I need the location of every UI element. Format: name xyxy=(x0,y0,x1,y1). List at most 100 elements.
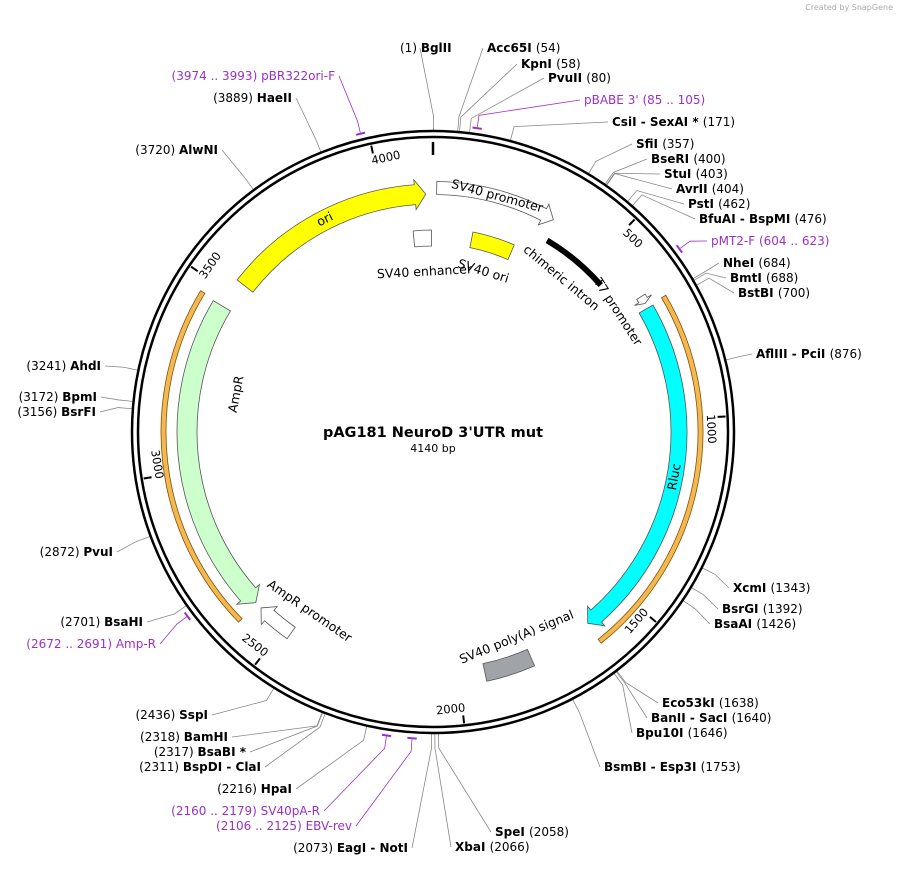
site-bamhi-leader xyxy=(231,712,323,738)
feature-sv40-ori-label: SV40 ori xyxy=(456,256,511,286)
site-bsahi-leader xyxy=(146,605,187,623)
site-bfuai-bspmi-label: BfuAI - BspMI (476) xyxy=(699,212,827,226)
site-avrii-position: (404) xyxy=(712,182,744,196)
site-pvui-leader xyxy=(116,536,150,553)
site-eco53ki-label: Eco53kI (1638) xyxy=(662,696,759,710)
site-bspdi-clai-label: (2311) BspDI - ClaI xyxy=(139,760,261,774)
site-banii-saci-position: (1640) xyxy=(732,711,772,725)
site-nhei-leader xyxy=(692,262,720,279)
feature-t7-promoter xyxy=(634,293,652,306)
feature-sv40-poly-a-signal xyxy=(482,648,536,682)
site-bsmbi-esp3i-label: BsmBI - Esp3I (1753) xyxy=(604,760,741,774)
site-pbabe-3-label: pBABE 3' (85 .. 105) xyxy=(584,93,705,107)
site-pbr322ori-f-label: (3974 .. 3993) pBR322ori-F xyxy=(172,69,336,83)
site-pmt2-f-name: pMT2-F xyxy=(711,234,759,248)
site-bsmbi-esp3i-position: (1753) xyxy=(701,760,741,774)
site-hpai-position: (2216) xyxy=(217,782,261,796)
site-banii-saci-label: BanII - SacI (1640) xyxy=(651,711,771,725)
site-sfii-leader xyxy=(588,143,633,174)
feature-sv40-ori xyxy=(469,231,515,261)
site-haeii-position: (3889) xyxy=(213,91,257,105)
site-pbabe-3-mark xyxy=(472,126,482,130)
site-bglii-position: (1) xyxy=(400,41,421,55)
site-alwni-position: (3720) xyxy=(135,143,179,157)
tick-label-500: 500 xyxy=(620,226,646,251)
site-alwni-label: (3720) AlwNI xyxy=(135,143,218,157)
site-xcmi-name: XcmI xyxy=(733,581,771,595)
tick-mark-2000 xyxy=(462,715,466,724)
site-bglii-name: BglII xyxy=(421,41,452,55)
site-sspi-name: SspI xyxy=(179,708,208,722)
site-acc65i-leader xyxy=(457,47,484,132)
tick-mark-4000 xyxy=(370,145,374,154)
site-pmt2-f-mark xyxy=(675,244,683,254)
site-bpu10i-name: Bpu10I xyxy=(636,726,688,740)
site-acc65i-name: Acc65I xyxy=(487,41,536,55)
feature-ampr xyxy=(176,300,261,605)
site-bmti-leader xyxy=(693,272,727,281)
site-csii-sexai-leader xyxy=(510,121,609,141)
site-bsrfi-name: BsrFI xyxy=(61,405,96,419)
site-bglii-leader xyxy=(419,47,434,131)
site-bamhi-position: (2318) xyxy=(140,730,184,744)
site-bfuai-bspmi-name: BfuAI - BspMI xyxy=(699,212,794,226)
site-leader-lines xyxy=(99,47,753,849)
tick-mark-2500 xyxy=(254,657,261,666)
site-pbr322ori-f-leader xyxy=(338,75,361,133)
site-bmti-position: (688) xyxy=(766,271,798,285)
site-bsabi-leader xyxy=(249,712,323,753)
site-bstbi-label: BstBI (700) xyxy=(738,286,810,300)
tick-label-3500: 3500 xyxy=(196,249,224,281)
site-afliii-pcii-position: (876) xyxy=(830,347,862,361)
site-bsaai-leader xyxy=(683,600,711,625)
snapgene-credit: Created by SnapGene xyxy=(805,3,893,12)
site-alwni-name: AlwNI xyxy=(179,143,218,157)
site-sv40pa-r-name: SV40pA-R xyxy=(261,804,320,818)
site-bmti-name: BmtI xyxy=(730,271,766,285)
site-ebv-rev-mark xyxy=(407,736,417,740)
site-xcmi-position: (1343) xyxy=(771,581,811,595)
feature-t7-promoter-label: T7 promoter xyxy=(590,274,646,349)
feature-rluc-orf-band xyxy=(597,294,704,644)
site-kpni-label: KpnI (58) xyxy=(521,57,581,71)
site-sv40pa-r-position: (2160 .. 2179) xyxy=(171,804,261,818)
site-bsrgi-name: BsrGI xyxy=(722,602,763,616)
feature-ampr-promoter-label: AmpR promoter xyxy=(265,576,356,645)
site-bstbi-position: (700) xyxy=(778,286,810,300)
site-pbabe-3-leader xyxy=(476,99,581,128)
site-eco53ki-position: (1638) xyxy=(719,696,759,710)
site-bpmi-name: BpmI xyxy=(62,390,97,404)
tick-label-1000: 1000 xyxy=(704,414,720,444)
site-bsrgi-leader xyxy=(691,587,719,610)
site-stui-leader xyxy=(606,172,661,185)
site-psti-position: (462) xyxy=(718,197,750,211)
site-bsabi-name: BsaBI * xyxy=(198,745,247,759)
site-bsabi-position: (2317) xyxy=(154,745,198,759)
site-bsrfi-label: (3156) BsrFI xyxy=(17,405,96,419)
plasmid-title: pAG181 NeuroD 3'UTR mut xyxy=(323,425,543,441)
feature-rluc xyxy=(587,304,688,627)
tick-label-4000: 4000 xyxy=(370,148,402,168)
site-hpai-name: HpaI xyxy=(261,782,292,796)
feature-ampr-promoter xyxy=(260,606,296,640)
site-bseri-position: (400) xyxy=(693,152,725,166)
site-nhei-name: NheI xyxy=(723,256,758,270)
site-kpni-position: (58) xyxy=(556,57,581,71)
site-avrii-name: AvrII xyxy=(676,182,712,196)
site-bsrgi-label: BsrGI (1392) xyxy=(722,602,803,616)
feature-ampr-label: AmpR xyxy=(225,374,247,414)
site-alwni-leader xyxy=(221,149,254,190)
site-amp-r-leader xyxy=(159,616,187,645)
feature-chimeric-intron xyxy=(545,237,603,288)
site-ebv-rev-label: (2106 .. 2125) EBV-rev xyxy=(216,819,352,833)
site-bseri-label: BseRI (400) xyxy=(651,152,726,166)
site-bsaai-position: (1426) xyxy=(756,617,796,631)
site-sspi-leader xyxy=(211,688,275,716)
feature-ampr-orf-band xyxy=(160,290,243,623)
site-xbai-leader xyxy=(434,733,452,848)
site-xcmi-leader xyxy=(702,567,730,589)
site-pvui-name: PvuI xyxy=(83,545,113,559)
site-bfuai-bspmi-position: (476) xyxy=(794,212,826,226)
site-spei-name: SpeI xyxy=(495,825,529,839)
